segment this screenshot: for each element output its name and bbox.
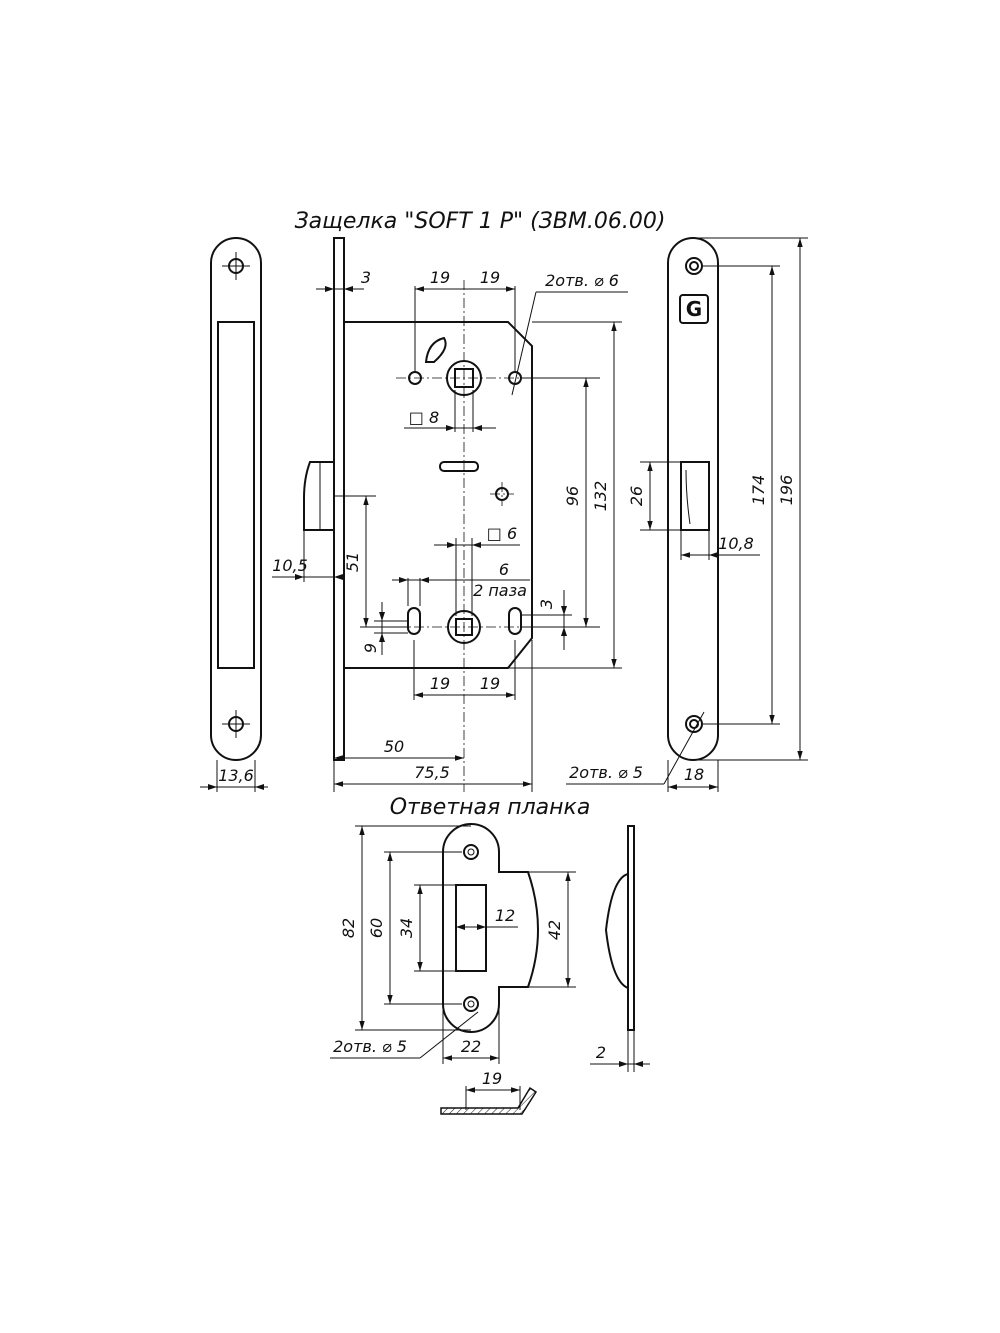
- dim-10-8: 10,8: [718, 534, 754, 553]
- strike-plate-side-view: 2: [590, 825, 650, 1072]
- dim-3: 3: [361, 268, 371, 287]
- faceplate-side-view: 13,6: [200, 237, 268, 792]
- holes-d6-label: 2отв. ⌀ 6: [545, 271, 619, 290]
- dim-82: 82: [339, 918, 358, 938]
- lock-body-front-view: 19 19 3 2отв. ⌀ 6 □ 8 □ 6 6 2 паза: [272, 237, 628, 792]
- dim-96: 96: [563, 486, 582, 506]
- square-8-label: □ 8: [409, 408, 439, 427]
- dim-19-top-left: 19: [430, 268, 450, 287]
- holes-d5-label: 2отв. ⌀ 5: [569, 763, 643, 782]
- dim-75-5: 75,5: [414, 763, 450, 782]
- dim-60: 60: [367, 918, 386, 938]
- dim-12: 12: [495, 906, 515, 925]
- logo-letter: G: [686, 297, 702, 321]
- latch-title: Защелка "SOFT 1 P" (ЗВМ.06.00): [295, 209, 666, 234]
- dim-132: 132: [591, 481, 610, 512]
- dim-18: 18: [684, 765, 704, 784]
- strike-plate-section-view: 19: [440, 1069, 538, 1115]
- dim-196: 196: [777, 475, 796, 506]
- dim-19-section: 19: [482, 1069, 502, 1088]
- dim-6: 6: [499, 560, 509, 579]
- dim-19-bottom-left: 19: [430, 674, 450, 693]
- dim-34: 34: [397, 918, 416, 938]
- dim-22: 22: [461, 1037, 481, 1056]
- faceplate-front-view: G 26 10,8 174 196 2отв. ⌀ 5 18: [566, 237, 808, 792]
- dim-10-5: 10,5: [272, 556, 308, 575]
- dim-3-vertical: 3: [537, 599, 556, 609]
- strike-plate-front-view: 82 60 34 12 42 22 2отв. ⌀ 5: [330, 823, 576, 1064]
- dim-42: 42: [545, 920, 564, 940]
- grooves-label: 2 паза: [473, 581, 527, 600]
- square-6-label: □ 6: [487, 524, 517, 543]
- dim-26: 26: [627, 486, 646, 506]
- dim-50: 50: [384, 737, 404, 756]
- strike-holes-d5-label: 2отв. ⌀ 5: [333, 1037, 407, 1056]
- dim-9: 9: [361, 643, 380, 653]
- strike-plate-title: Ответная планка: [390, 795, 591, 820]
- dim-174: 174: [749, 475, 768, 506]
- dim-51: 51: [343, 552, 362, 572]
- dim-2: 2: [596, 1043, 606, 1062]
- brand-logo: [679, 294, 709, 324]
- dim-19-bottom-right: 19: [480, 674, 500, 693]
- dim-13-6: 13,6: [218, 766, 254, 785]
- dim-19-top-right: 19: [480, 268, 500, 287]
